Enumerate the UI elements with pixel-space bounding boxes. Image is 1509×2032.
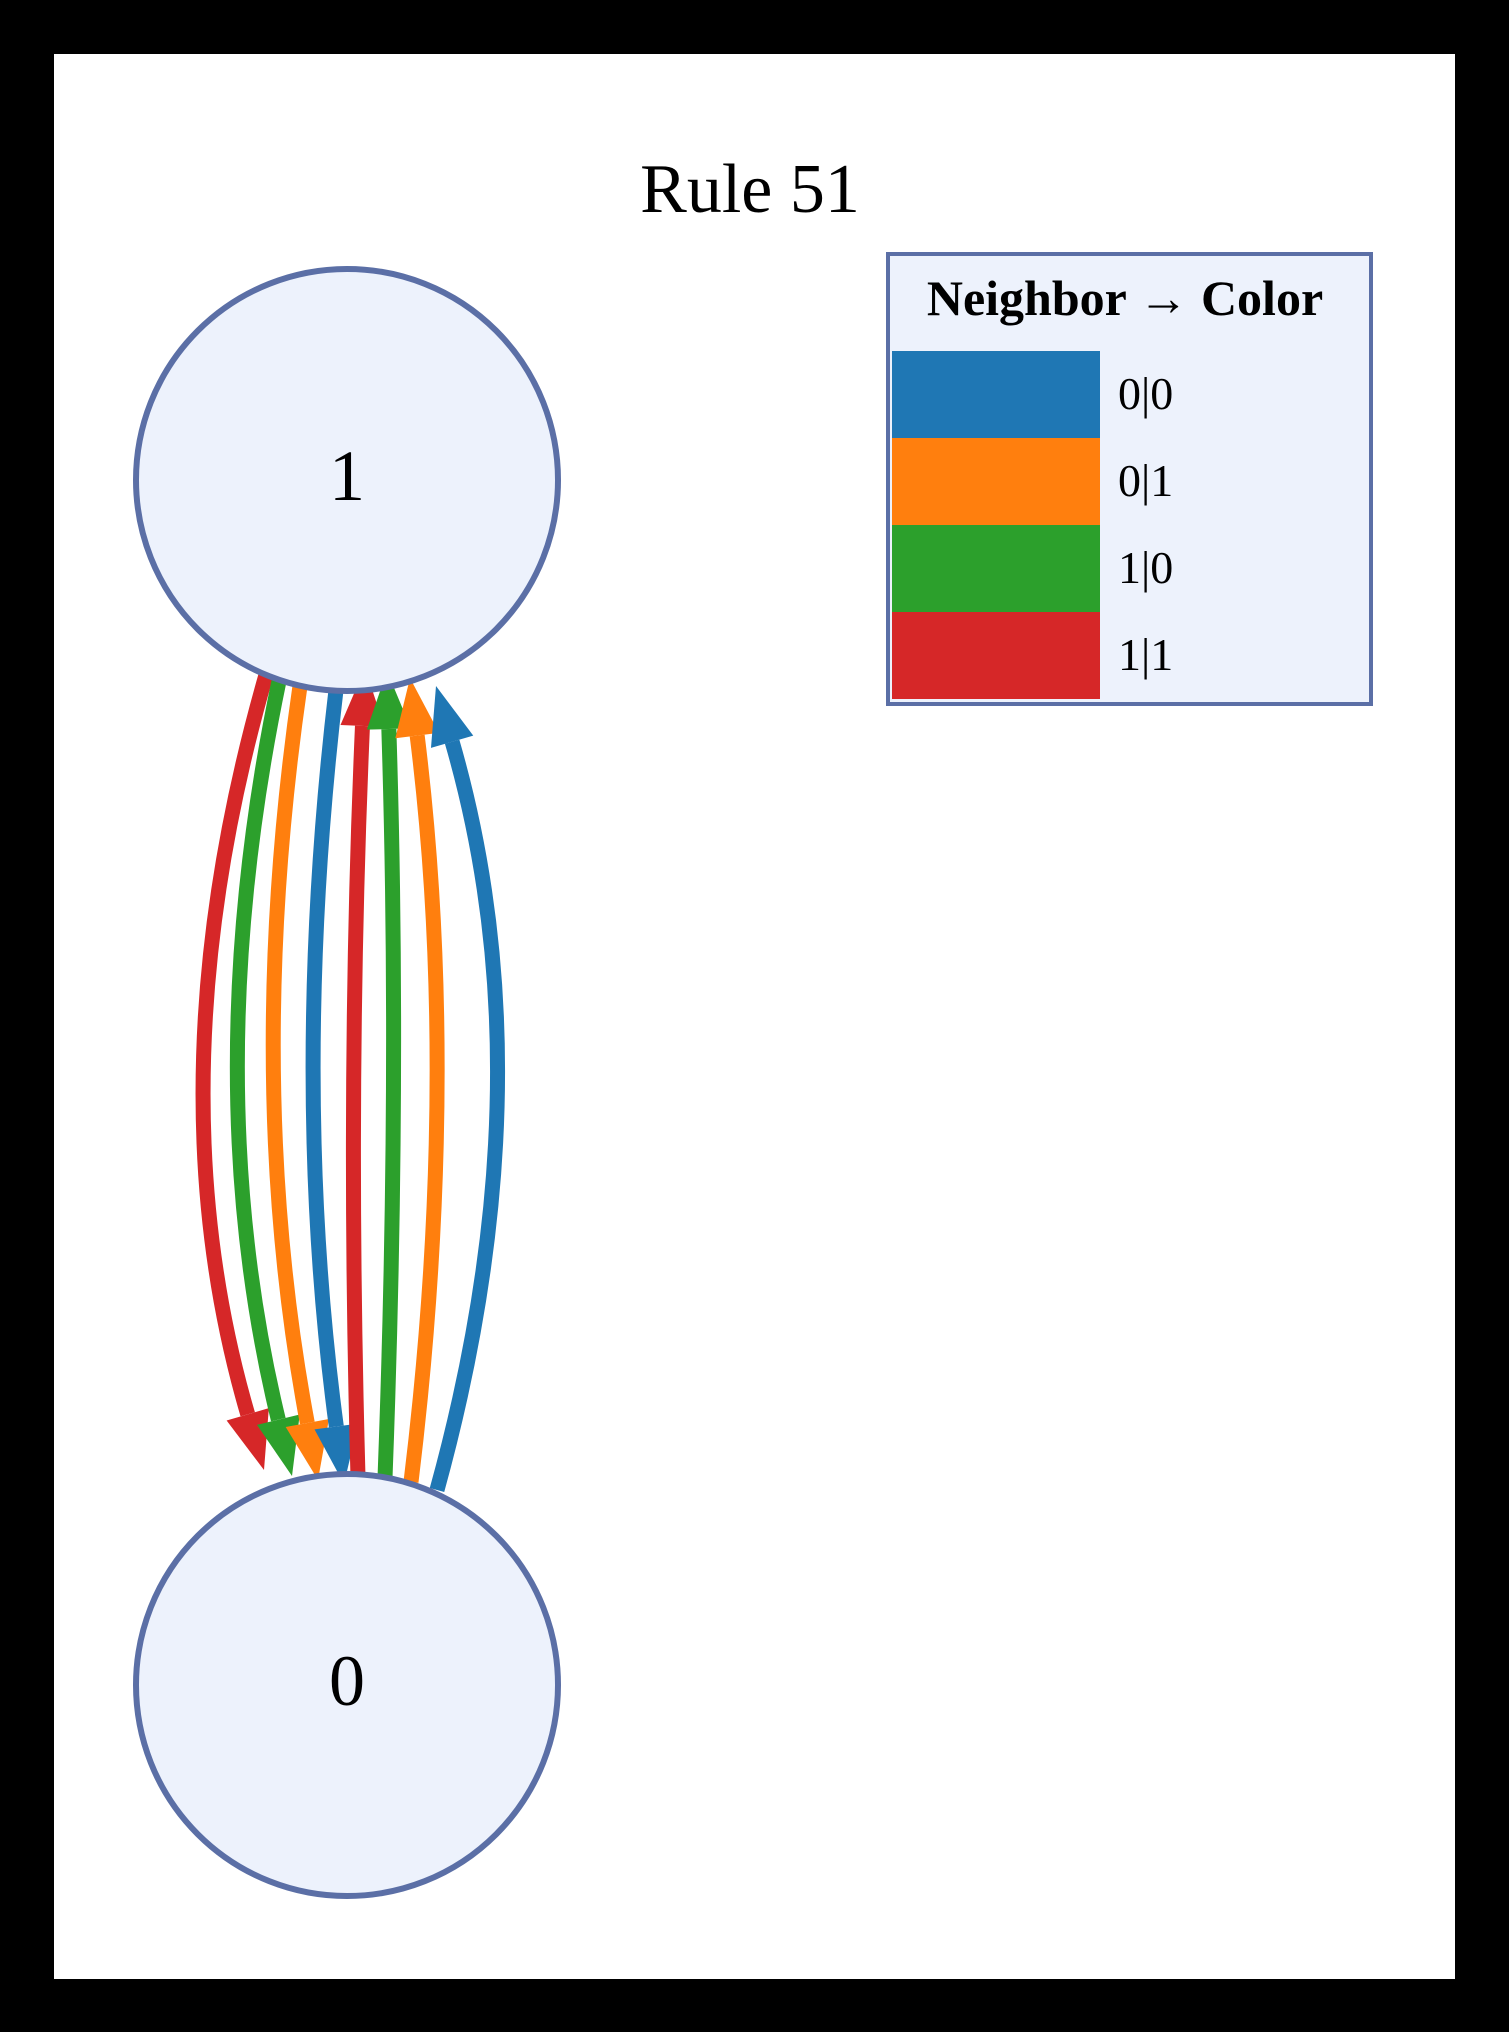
edge-1-to-0 [305,689,359,1484]
edge-arrowhead [226,1408,269,1470]
edge-0-to-1 [429,686,506,1492]
legend-title: Neighbor → Color [927,270,1323,326]
legend-item: 1|1 [892,612,1173,699]
node-1-label: 1 [329,436,365,516]
edge-line [229,679,287,1422]
transition-edges [195,668,506,1492]
legend-label: 0|0 [1118,368,1173,419]
legend: Neighbor → Color 0|0 0|1 1|0 1|1 [886,252,1373,706]
node-1[interactable]: 1 [133,266,561,694]
legend-swatch [892,438,1100,525]
legend-label: 1|1 [1118,629,1173,680]
legend-items: 0|0 0|1 1|0 1|1 [892,351,1173,699]
edge-arrowhead [314,1423,359,1484]
edge-1-to-0 [195,672,274,1470]
edge-0-to-1 [395,678,445,1483]
legend-swatch [892,351,1100,438]
node-0[interactable]: 0 [133,1471,561,1899]
edge-arrowhead [366,671,411,730]
edge-0-to-1 [340,668,385,1478]
node-1-circle [133,266,561,694]
legend-item: 0|0 [892,351,1173,438]
edge-line [403,734,445,1483]
legend-item: 0|1 [892,438,1173,525]
legend-label: 1|0 [1118,542,1173,593]
legend-swatch [892,612,1100,699]
edge-line [305,689,344,1428]
legend-swatch [892,525,1100,612]
edge-line [377,728,402,1479]
edge-arrowhead [430,686,474,748]
diagram-title: Rule 51 [640,151,860,228]
edge-arrowhead [395,678,439,739]
edge-line [265,684,315,1425]
legend-item: 1|0 [892,525,1173,612]
edge-line [195,672,274,1417]
node-0-circle [133,1471,561,1899]
diagram-canvas: Rule 51 1 0 Neighbor → Color 0|0 0|1 1|0 1|… [54,54,1455,1979]
edge-line [429,739,506,1492]
node-0-label: 0 [329,1641,365,1721]
edge-line [345,725,370,1478]
edge-0-to-1 [366,671,411,1479]
legend-label: 0|1 [1118,455,1173,506]
